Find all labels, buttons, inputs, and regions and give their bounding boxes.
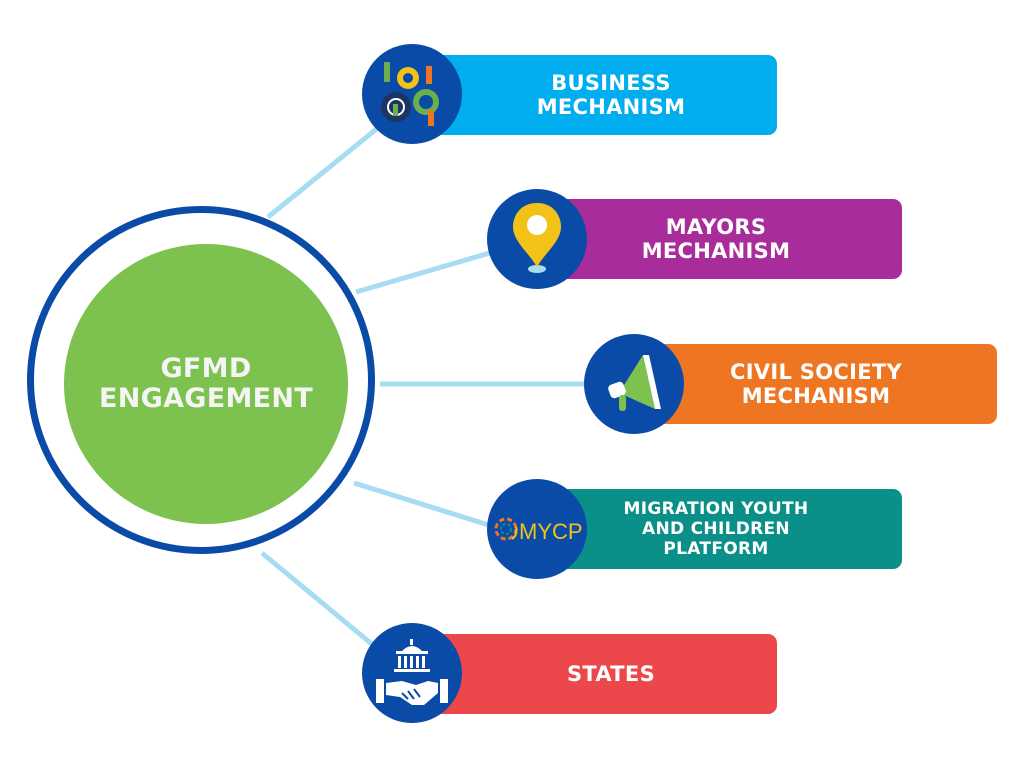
node-label: BUSINESS MECHANISM — [536, 71, 686, 119]
government-handshake-icon — [362, 623, 462, 723]
node-label: CIVIL SOCIETY MECHANISM — [730, 360, 902, 408]
node-mayors-mechanism: MAYORS MECHANISM — [550, 199, 902, 279]
node-states: STATES — [425, 634, 777, 714]
megaphone-icon — [584, 334, 684, 434]
hub-title-line2: ENGAGEMENT — [98, 383, 314, 414]
node-civil-society-mechanism: CIVIL SOCIETY MECHANISM — [645, 344, 997, 424]
node-label: MIGRATION YOUTH AND CHILDREN PLATFORM — [623, 499, 809, 559]
connector-business — [266, 116, 392, 219]
node-business-mechanism: BUSINESS MECHANISM — [425, 55, 777, 135]
node-label: STATES — [566, 662, 656, 686]
node-label: MAYORS MECHANISM — [641, 215, 791, 263]
mycp-logo-text: MYCP — [519, 519, 582, 544]
connector-mycp — [353, 480, 496, 530]
connector-states — [260, 551, 387, 657]
node-migration-youth-children-platform: MIGRATION YOUTH AND CHILDREN PLATFORM — [550, 489, 902, 569]
mycp-logo-icon: MYCP — [487, 479, 587, 579]
connector-mayors — [355, 247, 501, 295]
gears-teamwork-icon — [362, 44, 462, 144]
hub-gfmd-engagement: GFMD ENGAGEMENT — [64, 244, 348, 524]
map-pin-icon — [487, 189, 587, 289]
hub-title-line1: GFMD — [160, 353, 252, 384]
